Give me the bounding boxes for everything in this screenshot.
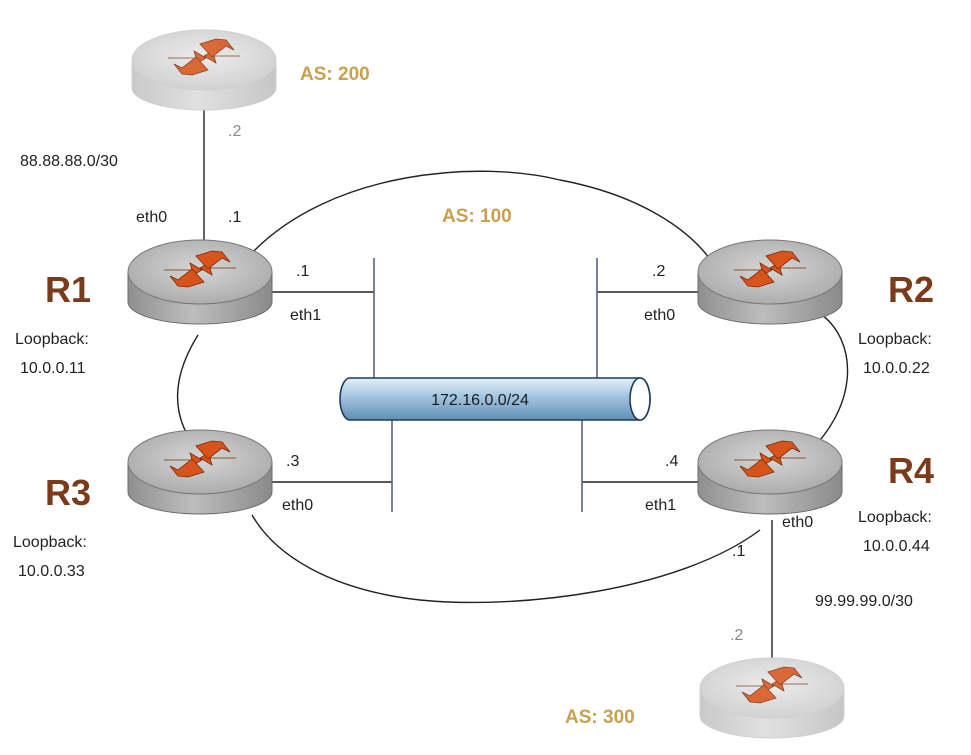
r4-loopback-label: Loopback: bbox=[858, 509, 932, 526]
r3-eth0-host-label: .3 bbox=[286, 453, 299, 470]
as-100-label: AS: 100 bbox=[442, 206, 512, 227]
links bbox=[176, 95, 849, 660]
r2-eth0-label: eth0 bbox=[644, 307, 675, 324]
r3-loopback-ip: 10.0.0.33 bbox=[18, 563, 85, 580]
bottom-ext-host-label: .2 bbox=[730, 627, 743, 644]
r3-name: R3 bbox=[45, 472, 91, 513]
router-r3[interactable] bbox=[127, 429, 273, 515]
r1-name: R1 bbox=[45, 269, 91, 310]
bottom-network-label: 99.99.99.0/30 bbox=[815, 593, 913, 610]
bottom-external-router bbox=[699, 657, 845, 739]
bus-network-label: 172.16.0.0/24 bbox=[431, 392, 529, 409]
as-200-label: AS: 200 bbox=[300, 64, 370, 85]
shared-bus: 172.16.0.0/24 bbox=[339, 377, 651, 421]
r3-eth0-label: eth0 bbox=[282, 497, 313, 514]
r2-eth0-host-label: .2 bbox=[652, 263, 665, 280]
r4-eth1-label: eth1 bbox=[645, 497, 676, 514]
router-r1[interactable] bbox=[127, 239, 273, 325]
r2-loopback-label: Loopback: bbox=[858, 331, 932, 348]
r1-loopback-ip: 10.0.0.11 bbox=[20, 360, 86, 377]
r4-eth0-host-label: .1 bbox=[732, 543, 745, 560]
r4-loopback-ip: 10.0.0.44 bbox=[863, 538, 930, 555]
r3-loopback-label: Loopback: bbox=[13, 534, 87, 551]
r2-loopback-ip: 10.0.0.22 bbox=[863, 360, 930, 377]
r2-name: R2 bbox=[888, 269, 934, 310]
r1-eth0-label: eth0 bbox=[136, 209, 167, 226]
r4-eth1-host-label: .4 bbox=[665, 453, 678, 470]
top-external-router bbox=[131, 29, 277, 111]
as-300-label: AS: 300 bbox=[565, 707, 635, 728]
router-r2[interactable] bbox=[697, 239, 843, 325]
top-network-label: 88.88.88.0/30 bbox=[20, 153, 118, 170]
r1-eth1-host-label: .1 bbox=[296, 263, 309, 280]
router-r4[interactable] bbox=[697, 429, 843, 515]
r1-eth0-host-label: .1 bbox=[228, 209, 241, 226]
r1-loopback-label: Loopback: bbox=[15, 331, 89, 348]
r4-eth0-label: eth0 bbox=[782, 514, 813, 531]
as100-ring bbox=[176, 170, 849, 604]
top-ext-host-label: .2 bbox=[228, 123, 241, 140]
r1-eth1-label: eth1 bbox=[290, 307, 321, 324]
r4-name: R4 bbox=[888, 450, 934, 491]
